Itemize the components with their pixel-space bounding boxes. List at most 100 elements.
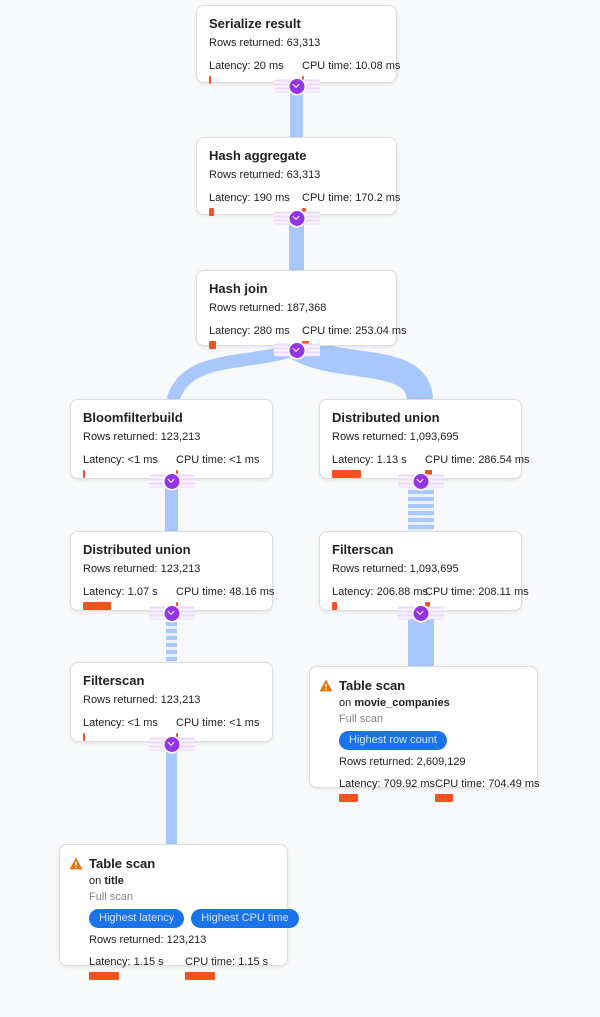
latency-metric: Latency: 20 ms xyxy=(209,59,302,84)
table-name: on movie_companies xyxy=(339,697,450,709)
rows-returned: Rows returned: 1,093,695 xyxy=(332,431,459,443)
rows-returned: Rows returned: 187,368 xyxy=(209,302,327,314)
cpu-bar xyxy=(185,972,215,980)
collapse-toggle-distributed-union-right[interactable] xyxy=(397,473,444,489)
chevron-down-icon xyxy=(164,736,179,752)
node-table-scan-movie-companies[interactable]: Table scan on movie_companies Full scan … xyxy=(309,666,540,802)
collapse-toggle-serialize-result[interactable] xyxy=(273,78,320,94)
latency-metric: Latency: 1.13 s xyxy=(332,453,425,478)
rows-returned: Rows returned: 63,313 xyxy=(209,169,321,181)
cpu-bar xyxy=(176,470,178,478)
rows-returned: Rows returned: 123,213 xyxy=(89,934,207,946)
warning-icon xyxy=(319,679,333,692)
cpu-metric: CPU time: 48.16 ms xyxy=(176,585,274,610)
chevron-down-icon xyxy=(413,605,428,621)
node-table-scan-title[interactable]: Table scan on title Full scan Highest la… xyxy=(59,844,299,980)
node-title: Bloomfilterbuild xyxy=(83,410,183,425)
rows-returned: Rows returned: 123,213 xyxy=(83,563,201,575)
chevron-down-icon xyxy=(164,473,179,489)
latency-metric: Latency: <1 ms xyxy=(83,453,176,478)
chevron-down-icon xyxy=(289,342,304,358)
node-title: Distributed union xyxy=(83,542,191,557)
metrics: Latency: 709.92 ms CPU time: 704.49 ms xyxy=(339,777,540,802)
collapse-toggle-filterscan-right[interactable] xyxy=(397,605,444,621)
warning-icon xyxy=(69,857,83,870)
edge-hash-join-to-hash-aggregate xyxy=(289,212,304,274)
latency-bar xyxy=(209,76,211,84)
rows-returned: Rows returned: 123,213 xyxy=(83,431,201,443)
cpu-metric: CPU time: <1 ms xyxy=(176,716,263,741)
node-title: Hash join xyxy=(209,281,268,296)
collapse-toggle-bloomfilterbuild[interactable] xyxy=(148,473,195,489)
node-filterscan-left[interactable]: Filterscan Rows returned: 123,213 Latenc… xyxy=(70,662,273,742)
latency-bar xyxy=(209,341,216,349)
collapse-toggle-hash-join[interactable] xyxy=(273,342,320,358)
latency-bar xyxy=(83,470,85,478)
metrics: Latency: 206.88 ms CPU time: 208.11 ms xyxy=(332,585,529,610)
rows-returned: Rows returned: 123,213 xyxy=(83,694,201,706)
cpu-metric: CPU time: 208.11 ms xyxy=(425,585,529,610)
cpu-metric: CPU time: <1 ms xyxy=(176,453,263,478)
latency-bar xyxy=(332,470,361,478)
node-distributed-union-right[interactable]: Distributed union Rows returned: 1,093,6… xyxy=(319,399,530,479)
metrics: Latency: <1 ms CPU time: <1 ms xyxy=(83,716,260,741)
metrics: Latency: 1.13 s CPU time: 286.54 ms xyxy=(332,453,530,478)
metrics: Latency: 190 ms CPU time: 170.2 ms xyxy=(209,191,400,216)
node-title: Serialize result xyxy=(209,16,301,31)
edge-distributed-union-to-bloomfilterbuild xyxy=(165,476,178,534)
badges: Highest row count xyxy=(339,731,525,750)
metrics: Latency: <1 ms CPU time: <1 ms xyxy=(83,453,260,478)
metrics: Latency: 1.07 s CPU time: 48.16 ms xyxy=(83,585,274,610)
cpu-metric: CPU time: 253.04 ms xyxy=(302,324,407,349)
node-title: Filterscan xyxy=(83,673,145,688)
cpu-metric: CPU time: 10.08 ms xyxy=(302,59,400,84)
edge-hash-aggregate-to-serialize-result xyxy=(290,80,303,140)
node-serialize-result[interactable]: Serialize result Rows returned: 63,313 L… xyxy=(196,5,400,84)
cpu-bar xyxy=(425,470,432,478)
rows-returned: Rows returned: 63,313 xyxy=(209,37,321,49)
node-title: Distributed union xyxy=(332,410,440,425)
latency-bar xyxy=(339,794,358,802)
node-title: Table scan xyxy=(339,678,406,693)
latency-bar xyxy=(209,208,214,216)
latency-bar xyxy=(83,602,111,610)
latency-metric: Latency: 190 ms xyxy=(209,191,302,216)
cpu-bar xyxy=(176,602,178,610)
latency-metric: Latency: 1.15 s xyxy=(89,955,185,980)
latency-metric: Latency: 1.07 s xyxy=(83,585,176,610)
highest-latency-badge: Highest latency xyxy=(89,909,185,928)
cpu-metric: CPU time: 704.49 ms xyxy=(435,777,540,802)
chevron-down-icon xyxy=(164,605,179,621)
highest-cpu-time-badge: Highest CPU time xyxy=(191,909,299,928)
metrics: Latency: 1.15 s CPU time: 1.15 s xyxy=(89,955,275,980)
chevron-down-icon xyxy=(289,210,304,226)
rows-returned: Rows returned: 2,609,129 xyxy=(339,756,466,768)
cpu-bar xyxy=(425,602,430,610)
collapse-toggle-filterscan-left[interactable] xyxy=(148,736,195,752)
node-hash-join[interactable]: Hash join Rows returned: 187,368 Latency… xyxy=(196,270,407,349)
edge-filterscan-to-distributed-union-left xyxy=(166,608,177,665)
node-title: Hash aggregate xyxy=(209,148,307,163)
node-filterscan-right[interactable]: Filterscan Rows returned: 1,093,695 Late… xyxy=(319,531,529,611)
node-header: Table scan xyxy=(319,678,525,694)
cpu-metric: CPU time: 1.15 s xyxy=(185,955,275,980)
latency-bar xyxy=(332,602,337,610)
scan-type: Full scan xyxy=(339,713,384,725)
latency-metric: Latency: 709.92 ms xyxy=(339,777,435,802)
node-distributed-union-left[interactable]: Distributed union Rows returned: 123,213… xyxy=(70,531,274,611)
node-title: Filterscan xyxy=(332,542,394,557)
table-name: on title xyxy=(89,875,124,887)
chevron-down-icon xyxy=(289,78,304,94)
collapse-toggle-distributed-union-left[interactable] xyxy=(148,605,195,621)
cpu-metric: CPU time: 286.54 ms xyxy=(425,453,530,478)
metrics: Latency: 280 ms CPU time: 253.04 ms xyxy=(209,324,407,349)
node-bloomfilterbuild[interactable]: Bloomfilterbuild Rows returned: 123,213 … xyxy=(70,399,273,479)
latency-metric: Latency: <1 ms xyxy=(83,716,176,741)
collapse-toggle-hash-aggregate[interactable] xyxy=(273,210,320,226)
latency-metric: Latency: 206.88 ms xyxy=(332,585,428,610)
node-hash-aggregate[interactable]: Hash aggregate Rows returned: 63,313 Lat… xyxy=(196,137,400,216)
latency-bar xyxy=(89,972,119,980)
metrics: Latency: 20 ms CPU time: 10.08 ms xyxy=(209,59,400,84)
highest-row-count-badge: Highest row count xyxy=(339,731,448,750)
